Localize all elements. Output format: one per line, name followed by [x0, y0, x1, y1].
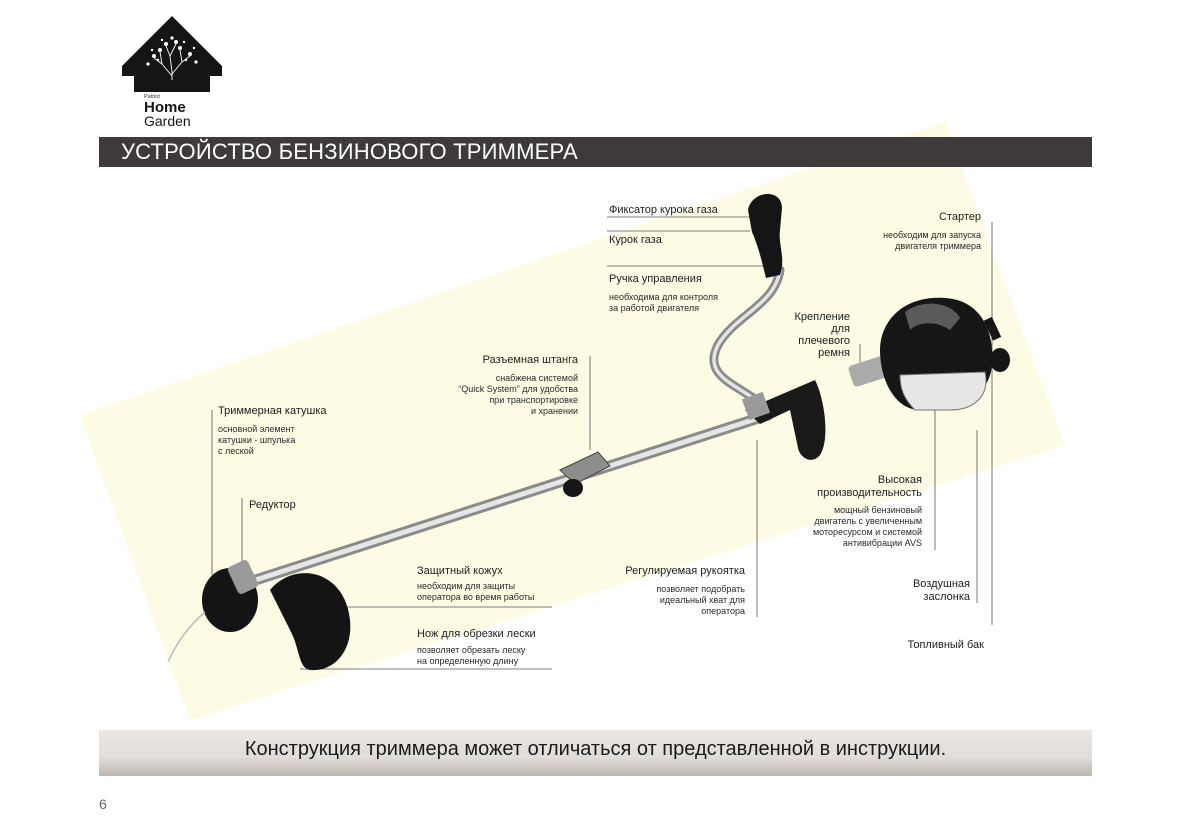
desc-adjustable-handle-3: оператора	[701, 606, 745, 616]
desc-trimmer-head-1: основной элемент	[218, 424, 295, 434]
engine	[848, 297, 1010, 411]
desc-line-knife-1: позволяет обрезать леску	[417, 645, 526, 655]
desc-trimmer-head-3: с леской	[218, 446, 254, 456]
desc-starter-2: двигателя триммера	[895, 241, 981, 251]
desc-performance-1: мощный бензиновый	[833, 505, 922, 515]
title-bar: УСТРОЙСТВО БЕНЗИНОВОГО ТРИММЕРА	[99, 137, 1092, 167]
main-shaft	[234, 409, 774, 591]
desc-performance-3: моторесурсом и системой	[812, 527, 922, 537]
trimmer-head	[167, 560, 258, 663]
patriot-home-garden-logo: Patriot Home Garden	[118, 14, 226, 136]
label-line-knife: Нож для обрезки лески	[417, 628, 536, 640]
label-split-shaft: Разъемная штанга	[482, 354, 578, 366]
desc-adjustable-handle-1: позволяет подобрать	[656, 584, 745, 594]
label-starter: Стартер	[938, 211, 981, 223]
desc-guard-1: необходим для защиты	[417, 581, 516, 591]
control-handle-grip	[748, 193, 783, 278]
label-strap-mount-1: Крепление	[794, 311, 850, 323]
label-throttle: Курок газа	[609, 234, 662, 246]
house-tree-logo-icon: Patriot Home Garden	[122, 16, 222, 132]
desc-starter-1: необходим для запуска	[883, 230, 981, 240]
desc-split-shaft-1: снабжена системой	[495, 373, 578, 383]
page-title: УСТРОЙСТВО БЕНЗИНОВОГО ТРИММЕРА	[121, 139, 578, 164]
desc-split-shaft-4: и хранении	[530, 406, 578, 416]
desc-line-knife-2: на определенную длину	[417, 656, 519, 666]
quick-system-coupling	[559, 451, 611, 497]
svg-text:Patriot: Patriot	[144, 94, 160, 100]
label-control-handle: Ручка управления	[609, 273, 702, 285]
footer-note-bar: Конструкция триммера может отличаться от…	[99, 730, 1092, 776]
label-choke-2: заслонка	[923, 591, 970, 603]
desc-split-shaft-3: при транспортировке	[489, 395, 578, 405]
desc-adjustable-handle-2: идеальный хват для	[659, 595, 745, 605]
front-handle	[745, 380, 826, 460]
label-adjustable-handle: Регулируемая рукоятка	[625, 565, 745, 577]
label-strap-mount-4: ремня	[818, 347, 850, 359]
page-number: 6	[99, 796, 107, 812]
label-throttle-lock: Фиксатор курока газа	[609, 204, 718, 216]
label-strap-mount-2: для	[831, 323, 850, 335]
label-trimmer-head: Триммерная катушка	[218, 405, 327, 417]
desc-control-handle-2: за работой двигателя	[609, 303, 699, 313]
desc-guard-2: оператора во время работы	[417, 592, 535, 602]
desc-trimmer-head-2: катушки - шпулька	[218, 435, 296, 445]
label-choke-1: Воздушная	[912, 578, 970, 590]
desc-performance-2: двигатель с увеличенным	[814, 516, 922, 526]
label-performance-1: Высокая	[877, 474, 922, 486]
protective-guard	[270, 573, 351, 671]
label-strap-mount-3: плечевого	[798, 335, 850, 347]
footer-note: Конструкция триммера может отличаться от…	[244, 738, 947, 760]
svg-text:Home: Home	[144, 99, 186, 116]
label-guard: Защитный кожух	[417, 565, 503, 577]
label-gearbox: Редуктор	[249, 499, 296, 511]
desc-split-shaft-2: “Quick System” для удобства	[458, 384, 578, 394]
label-fuel-tank: Топливный бак	[907, 639, 984, 651]
desc-control-handle-1: необходима для контроля	[609, 292, 718, 302]
svg-text:Garden: Garden	[144, 113, 191, 129]
desc-performance-4: антивибрации AVS	[842, 538, 922, 548]
label-performance-2: производительность	[817, 487, 922, 499]
